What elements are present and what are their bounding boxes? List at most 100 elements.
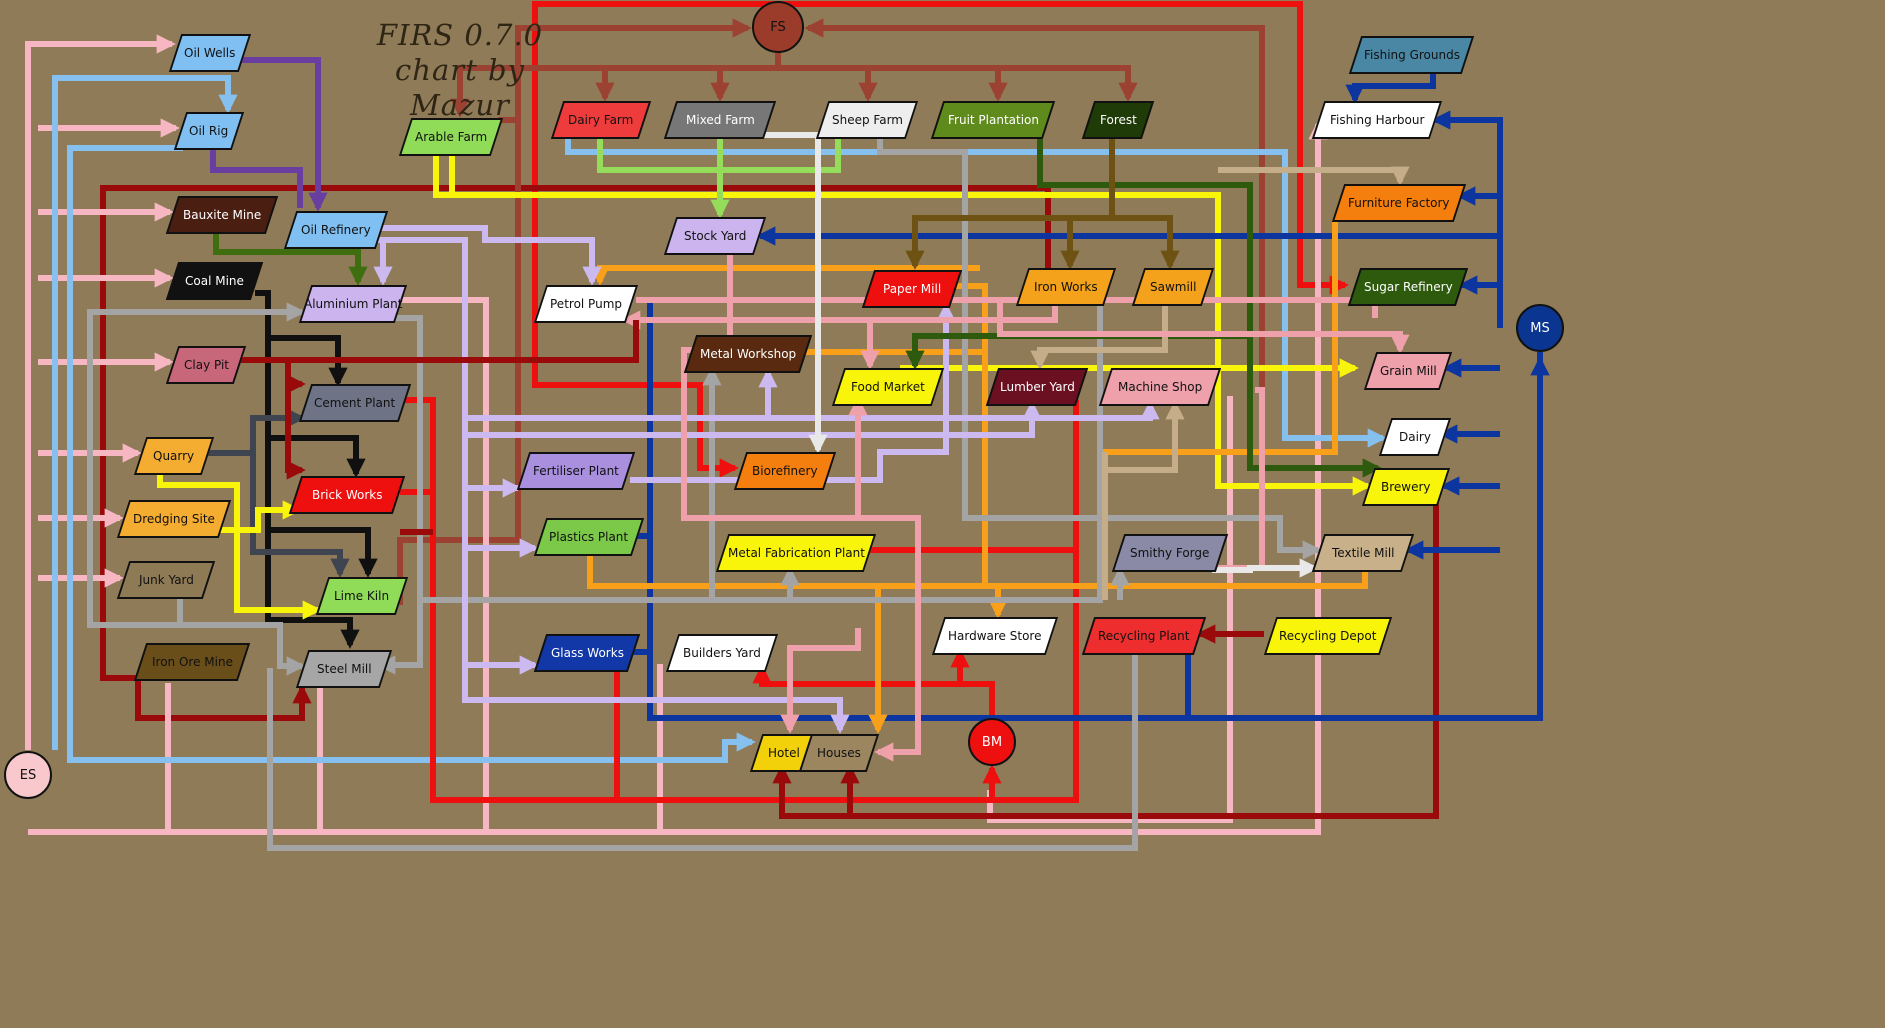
connection-line-99 — [1218, 166, 1410, 186]
industry-label: Petrol Pump — [550, 297, 622, 311]
industry-paper-mill: Paper Mill — [861, 270, 963, 308]
connection-line-83 — [372, 237, 850, 734]
industry-fertiliser-plant: Fertiliser Plant — [516, 452, 636, 490]
industry-label: Coal Mine — [185, 274, 244, 288]
industry-iron-works: Iron Works — [1015, 268, 1117, 306]
connection-line-108 — [997, 302, 1410, 354]
connection-line-3 — [135, 678, 312, 721]
industry-label: Smithy Forge — [1130, 546, 1210, 560]
industry-recycling-plant: Recycling Plant — [1081, 617, 1207, 655]
connection-line-89 — [465, 400, 1042, 438]
connection-line-34 — [268, 435, 366, 478]
connection-line-4 — [450, 52, 781, 118]
connection-line-33 — [268, 335, 348, 387]
industry-smithy-forge: Smithy Forge — [1111, 534, 1229, 572]
industry-label: Furniture Factory — [1348, 196, 1450, 210]
industry-oil-wells: Oil Wells — [168, 34, 252, 72]
industry-cement-plant: Cement Plant — [298, 384, 412, 422]
title-line-1: FIRS 0.7.0 — [376, 18, 544, 52]
industry-label: Biorefinery — [752, 464, 818, 478]
connection-line-49 — [982, 764, 1079, 803]
industry-label: Glass Works — [550, 646, 624, 660]
industry-label: Mixed Farm — [685, 113, 755, 127]
industry-fruit-plantation: Fruit Plantation — [930, 101, 1056, 139]
industry-fishing-grounds: Fishing Grounds — [1348, 36, 1475, 74]
industry-sugar-refinery: Sugar Refinery — [1347, 268, 1469, 306]
industry-textile-mill: Textile Mill — [1311, 534, 1415, 572]
industry-clay-pit: Clay Pit — [165, 346, 247, 384]
connection-line-95 — [905, 135, 1115, 270]
connection-line-2 — [100, 185, 1051, 681]
industry-label: Recycling Plant — [1098, 629, 1190, 643]
industry-machine-shop: Machine Shop — [1098, 368, 1222, 406]
connection-line-114 — [1345, 70, 1436, 104]
connection-line-76 — [90, 622, 306, 676]
connection-line-82 — [372, 225, 602, 286]
industry-label: Sheep Farm — [831, 113, 903, 127]
industry-aluminium-plant: Aluminium Plant — [298, 285, 408, 323]
industry-arable-farm: Arable Farm — [398, 118, 504, 156]
industry-iron-ore-mine: Iron Ore Mine — [133, 643, 251, 681]
industry-label: Cement Plant — [314, 396, 396, 410]
connection-line-48 — [950, 648, 992, 687]
connection-line-27 — [52, 75, 238, 750]
industry-lumber-yard: Lumber Yard — [985, 368, 1089, 406]
connection-line-32 — [255, 290, 360, 649]
industry-recycling-depot: Recycling Depot — [1263, 617, 1393, 655]
circle-bm: BM — [968, 718, 1016, 766]
industry-label: Clay Pit — [183, 358, 229, 372]
connection-line-50 — [772, 500, 1439, 819]
connection-line-11 — [804, 18, 1265, 548]
industry-label: Quarry — [153, 449, 195, 463]
industry-label: Stock Yard — [683, 229, 747, 243]
industry-food-market: Food Market — [831, 368, 945, 406]
connection-line-36 — [205, 408, 306, 456]
industry-label: Lime Kiln — [334, 589, 390, 603]
industry-mixed-farm: Mixed Farm — [663, 101, 777, 139]
connection-line-24 — [376, 297, 489, 832]
industry-builders-yard: Builders Yard — [665, 634, 779, 672]
connection-line-26 — [987, 396, 1233, 823]
connection-line-102 — [621, 300, 1058, 330]
industry-label: Dredging Site — [133, 512, 215, 526]
industry-grain-mill: Grain Mill — [1363, 352, 1453, 390]
connection-line-109 — [780, 628, 861, 734]
industry-label: Brewery — [1381, 480, 1431, 494]
industry-label: Hardware Store — [948, 629, 1042, 643]
connection-line-40 — [433, 152, 1372, 496]
industry-houses: Houses — [798, 734, 880, 772]
industry-label: Dairy Farm — [568, 113, 634, 127]
industry-sheep-farm: Sheep Farm — [815, 101, 919, 139]
circle-es: ES — [4, 751, 52, 799]
connection-line-92 — [213, 230, 368, 286]
connection-line-29 — [565, 138, 1387, 448]
connection-line-118 — [288, 320, 639, 363]
industry-oil-rig: Oil Rig — [173, 112, 245, 150]
industry-petrol-pump: Petrol Pump — [533, 285, 639, 323]
industry-forest: Forest — [1081, 101, 1155, 139]
industry-metal-workshop: Metal Workshop — [683, 335, 813, 373]
industry-label: Houses — [817, 746, 861, 760]
connection-line-38 — [157, 470, 322, 620]
industry-label: Paper Mill — [882, 282, 942, 296]
industry-label: Sugar Refinery — [1363, 280, 1453, 294]
industry-dairy: Dairy — [1378, 418, 1452, 456]
industry-label: Hotel — [768, 746, 800, 760]
connection-line-13 — [25, 34, 176, 750]
industry-label: Plastics Plant — [549, 530, 629, 544]
industry-label: Arable Farm — [414, 130, 488, 144]
connection-line-12 — [397, 120, 521, 605]
connection-line-81 — [877, 135, 1322, 560]
industry-dredging-site: Dredging Site — [116, 500, 232, 538]
connection-line-72 — [1100, 566, 1368, 589]
industry-biorefinery: Biorefinery — [733, 452, 837, 490]
industry-label: Food Market — [851, 380, 925, 394]
industry-label: Iron Works — [1034, 280, 1098, 294]
circle-fs: FS — [752, 1, 804, 53]
industry-junk-yard: Junk Yard — [116, 561, 216, 599]
industry-label: Fertiliser Plant — [533, 464, 619, 478]
industry-sawmill: Sawmill — [1131, 268, 1215, 306]
industry-label: Aluminium Plant — [303, 297, 403, 311]
industry-oil-refinery: Oil Refinery — [283, 211, 389, 249]
